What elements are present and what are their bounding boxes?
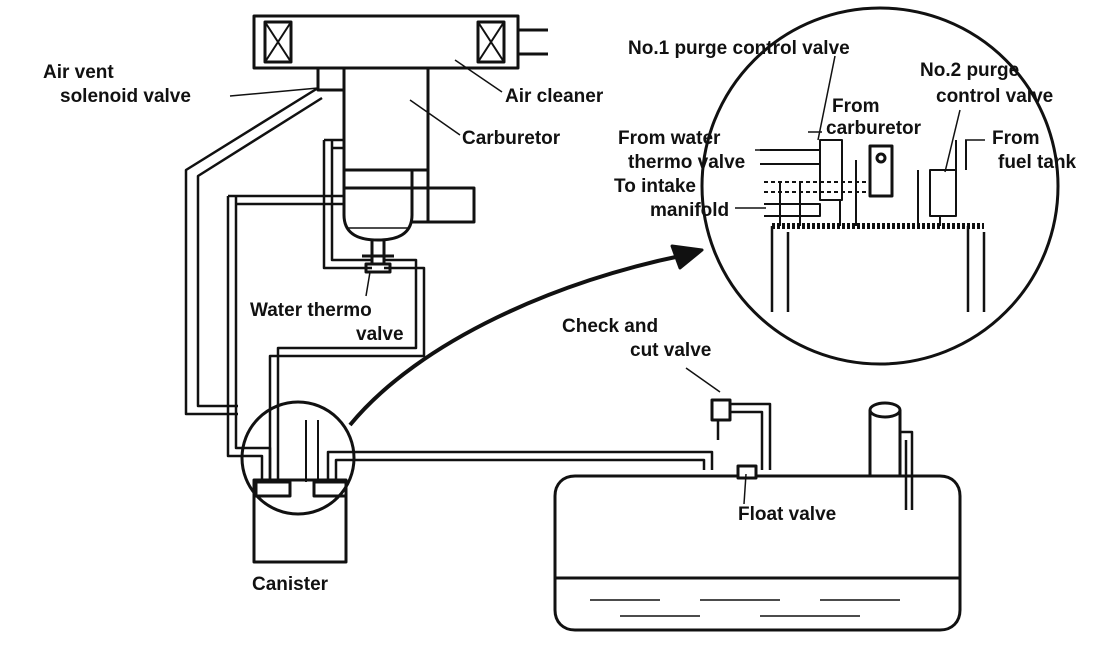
detail-circle	[700, 6, 1060, 366]
carburetor-label: Carburetor	[462, 128, 561, 149]
label-line: Air vent	[43, 62, 114, 83]
float-valve-label: Float valve	[738, 504, 837, 525]
carburetor	[316, 66, 476, 242]
fuel-tank	[553, 401, 962, 632]
to-intake-label-2: manifold	[650, 200, 730, 221]
from-tank-label-2: fuel tank	[998, 152, 1077, 173]
to-intake-label: To intake	[614, 176, 696, 197]
water-thermo-valve	[362, 240, 394, 274]
from-water-label: From water	[618, 128, 721, 149]
air-vent-solenoid-label-2: solenoid valve	[60, 86, 191, 108]
air-vent-solenoid-label: Air vent	[43, 62, 114, 84]
check-and-cut-valve	[685, 367, 772, 470]
check-cut-label-2: cut valve	[630, 340, 712, 361]
purge1-label: No.1 purge control valve	[628, 38, 850, 59]
hoses	[184, 86, 714, 482]
water-thermo-label: Water thermo	[250, 300, 372, 321]
air-cleaner-label: Air cleaner	[505, 86, 604, 107]
leader-lines	[229, 55, 985, 505]
purge2-label: No.2 purge	[920, 60, 1020, 81]
from-tank-label: From	[992, 128, 1040, 149]
canister	[240, 400, 356, 564]
detail-arrow	[348, 253, 686, 427]
water-thermo-label-2: valve	[356, 324, 404, 345]
air-cleaner	[252, 14, 548, 70]
from-carb-label-2: carburetor	[826, 118, 922, 139]
from-water-label-2: thermo valve	[628, 152, 746, 173]
check-cut-label: Check and	[562, 316, 659, 337]
label-line: solenoid valve	[60, 86, 191, 107]
purge2-label-2: control valve	[936, 86, 1054, 107]
from-carb-label: From	[832, 96, 880, 117]
canister-label: Canister	[252, 574, 329, 595]
